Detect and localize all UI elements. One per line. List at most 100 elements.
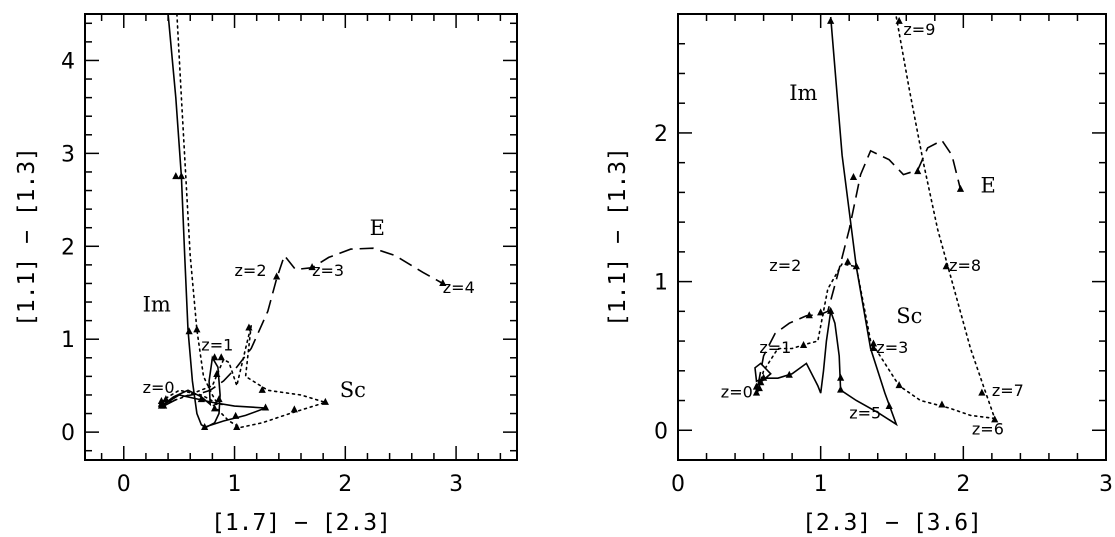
left-marker-e — [308, 263, 316, 271]
left-marker-sc — [245, 323, 253, 331]
right-marker-e — [849, 173, 858, 181]
right-y-tick-label: 1 — [654, 271, 668, 296]
left-x-tick-label: 3 — [449, 472, 463, 497]
right-annotation: z=2 — [769, 256, 801, 275]
right-marker-im — [752, 388, 761, 396]
left-y-tick-label: 3 — [61, 142, 75, 167]
right-plot-frame — [677, 13, 1107, 461]
left-marker-sc — [233, 422, 241, 430]
left-annotation: E — [370, 216, 385, 240]
left-marker-sc — [217, 353, 225, 361]
left-series-im — [160, 14, 266, 429]
right-annotation: z=5 — [849, 403, 881, 422]
right-marker-sc — [760, 373, 768, 381]
right-x-axis-label: [2.3] − [3.6] — [802, 510, 982, 536]
right-series-sc — [757, 16, 996, 420]
right-marker-e — [914, 167, 922, 175]
right-marker-sc — [895, 381, 903, 389]
left-marker-sc — [211, 404, 219, 412]
left-marker-im — [213, 370, 221, 378]
right-marker-im — [869, 344, 878, 351]
left-marker-sc — [258, 385, 266, 393]
right-marker-sc — [938, 400, 946, 408]
right-marker-sc — [869, 339, 878, 347]
right-x-tick-label: 0 — [671, 472, 685, 497]
right-annotation: Im — [789, 81, 817, 105]
right-annotation: z=6 — [972, 420, 1004, 439]
right-x-tick-label: 1 — [814, 472, 828, 497]
left-marker-im — [177, 172, 185, 180]
left-annotation: Im — [143, 292, 171, 316]
right-x-tick-label: 3 — [1099, 472, 1113, 497]
left-marker-sc — [162, 395, 170, 403]
right-marker-sc — [942, 262, 950, 270]
left-annotation: z=2 — [235, 261, 267, 280]
right-marker-im — [885, 401, 893, 409]
right-marker-sc — [799, 341, 808, 349]
right-marker-sc — [895, 16, 903, 24]
left-curves — [159, 14, 444, 429]
right-marker-im — [837, 385, 845, 393]
left-x-tick-label: 1 — [228, 472, 242, 497]
right-series-im — [754, 16, 898, 427]
left-marker-sc — [172, 172, 180, 180]
right-marker-im — [837, 373, 845, 381]
right-marker-sc — [991, 415, 999, 423]
left-y-tick-label: 4 — [61, 49, 75, 74]
right-annotation: E — [980, 173, 995, 197]
left-marker-e — [439, 278, 447, 286]
right-annotation: z=7 — [992, 381, 1024, 400]
right-annotation: z=3 — [876, 338, 908, 357]
right-annotation: z=8 — [949, 256, 981, 275]
right-marker-im — [852, 262, 860, 270]
left-x-tick-label: 0 — [117, 472, 131, 497]
left-annotation: z=0 — [143, 378, 175, 397]
right-curves — [754, 16, 996, 427]
left-markers — [157, 172, 447, 430]
left-x-tick-label: 2 — [338, 472, 352, 497]
left-series-e — [163, 247, 444, 407]
right-y-tick-label: 0 — [654, 419, 668, 444]
left-ticks — [85, 14, 517, 460]
left-marker-im — [211, 353, 219, 361]
right-annotation: z=0 — [721, 383, 753, 402]
left-marker-im — [261, 403, 270, 411]
left-marker-sc — [193, 325, 201, 333]
left-marker-sc — [290, 405, 298, 413]
left-marker-im — [197, 395, 205, 403]
right-y-axis-label: [1.1] − [1.3] — [605, 147, 631, 327]
right-annotation: z=9 — [903, 20, 935, 39]
right-marker-sc — [978, 388, 986, 396]
left-annotation: z=4 — [443, 278, 475, 297]
left-marker-im — [185, 327, 193, 335]
right-annotation: z=1 — [759, 338, 791, 357]
right-markers — [752, 16, 999, 423]
right-marker-e — [817, 308, 825, 316]
left-y-tick-label: 2 — [61, 235, 75, 260]
left-x-axis-label: [1.7] − [2.3] — [211, 510, 391, 536]
right-marker-im — [785, 370, 793, 378]
right-y-tick-label: 2 — [654, 122, 668, 147]
left-annotation: Sc — [340, 378, 366, 402]
right-marker-sc — [755, 384, 763, 392]
left-marker-e — [273, 272, 281, 280]
right-ticks — [677, 13, 1107, 461]
right-marker-e — [805, 311, 813, 319]
left-series-sc — [159, 14, 329, 429]
right-marker-e — [757, 378, 765, 386]
left-annotation: z=3 — [312, 261, 344, 280]
left-annotation: z=1 — [201, 335, 233, 354]
right-series-e — [757, 139, 962, 386]
left-marker-sc — [321, 397, 329, 405]
left-marker-e — [160, 401, 168, 409]
right-tick-labels: 0 1 2 3 0 1 2 — [654, 122, 1113, 497]
right-x-tick-label: 2 — [956, 472, 970, 497]
right-marker-im — [827, 16, 835, 24]
right-annotation: Sc — [896, 304, 922, 328]
right-marker-im — [827, 306, 835, 314]
left-marker-im — [215, 395, 223, 403]
